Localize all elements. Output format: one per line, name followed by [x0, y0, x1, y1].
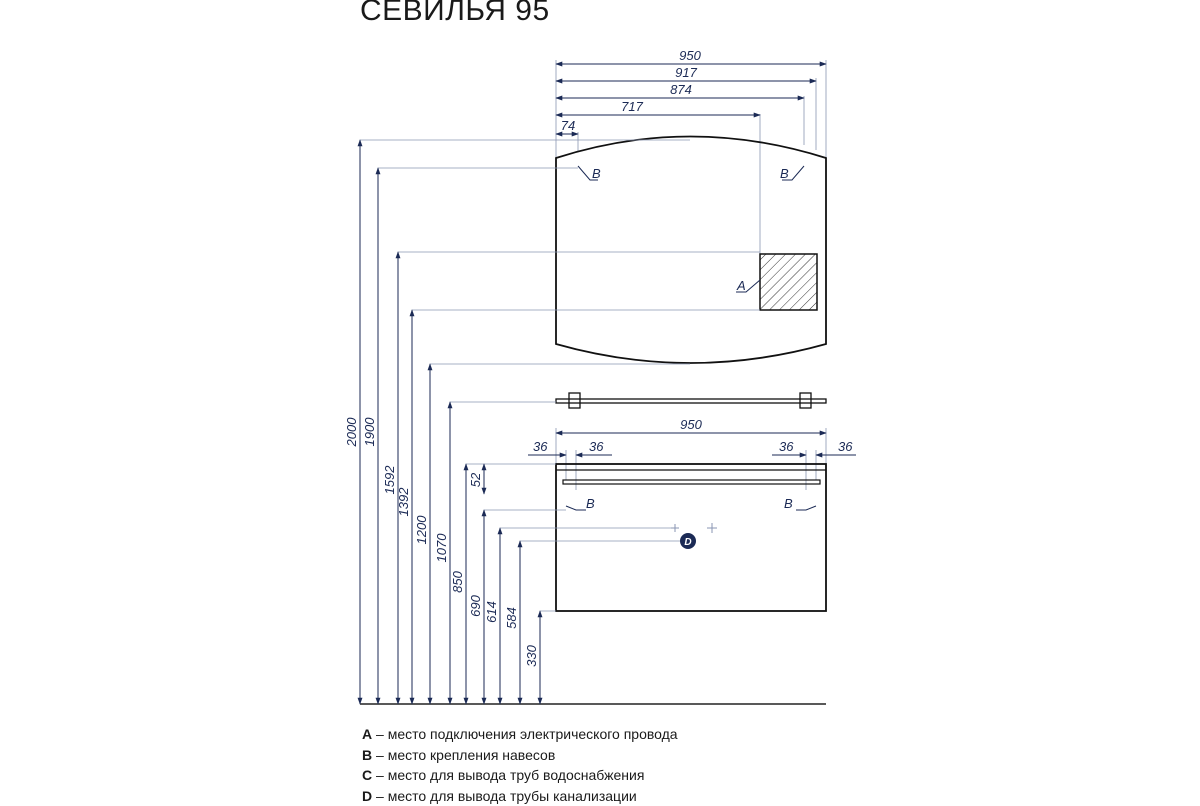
dim-36-right-outer: 36 — [838, 439, 853, 454]
dim-36-right-inner: 36 — [779, 439, 794, 454]
height-584: 584 — [504, 607, 519, 629]
dim-950-cabinet: 950 — [680, 417, 702, 432]
height-1070: 1070 — [434, 533, 449, 563]
mirror-label-b-left: B — [592, 166, 601, 181]
technical-drawing: 950 917 874 717 74 B B A 950 — [0, 0, 1200, 720]
legend-item-b: B – место крепления навесов — [362, 745, 678, 766]
dim-36-left-outer: 36 — [533, 439, 548, 454]
height-2000: 2000 — [344, 417, 359, 448]
mirror-label-b-right: B — [780, 166, 789, 181]
height-1900: 1900 — [362, 417, 377, 447]
dim-874: 874 — [670, 82, 692, 97]
cabinet-outline: B B D — [556, 464, 826, 611]
height-690: 690 — [468, 594, 483, 616]
cabinet-label-d: D — [684, 537, 691, 548]
dim-917: 917 — [675, 65, 697, 80]
legend-item-d: D – место для вывода трубы канализации — [362, 786, 678, 806]
connection-box-a — [760, 254, 817, 310]
height-330: 330 — [524, 644, 539, 666]
dim-950-mirror: 950 — [679, 48, 701, 63]
top-depth-52: 52 — [468, 472, 483, 487]
mirror-label-a: A — [736, 278, 746, 293]
legend-item-a: A – место подключения электрического про… — [362, 724, 678, 745]
cabinet-label-b-right: B — [784, 496, 793, 511]
cabinet-label-b-left: B — [586, 496, 595, 511]
height-850: 850 — [450, 570, 465, 592]
height-614: 614 — [484, 601, 499, 623]
glass-shelf — [556, 393, 826, 408]
dim-74: 74 — [561, 118, 575, 133]
cabinet-width-dimensions: 950 36 36 36 36 — [528, 417, 856, 490]
height-1592: 1592 — [382, 465, 397, 495]
height-1200: 1200 — [414, 515, 429, 545]
dim-36-left-inner: 36 — [589, 439, 604, 454]
dim-717: 717 — [621, 99, 643, 114]
legend-item-c: C – место для вывода труб водоснабжения — [362, 765, 678, 786]
mirror-outline: B B A — [556, 137, 826, 364]
legend: A – место подключения электрического про… — [362, 724, 678, 806]
height-1392: 1392 — [396, 487, 411, 517]
